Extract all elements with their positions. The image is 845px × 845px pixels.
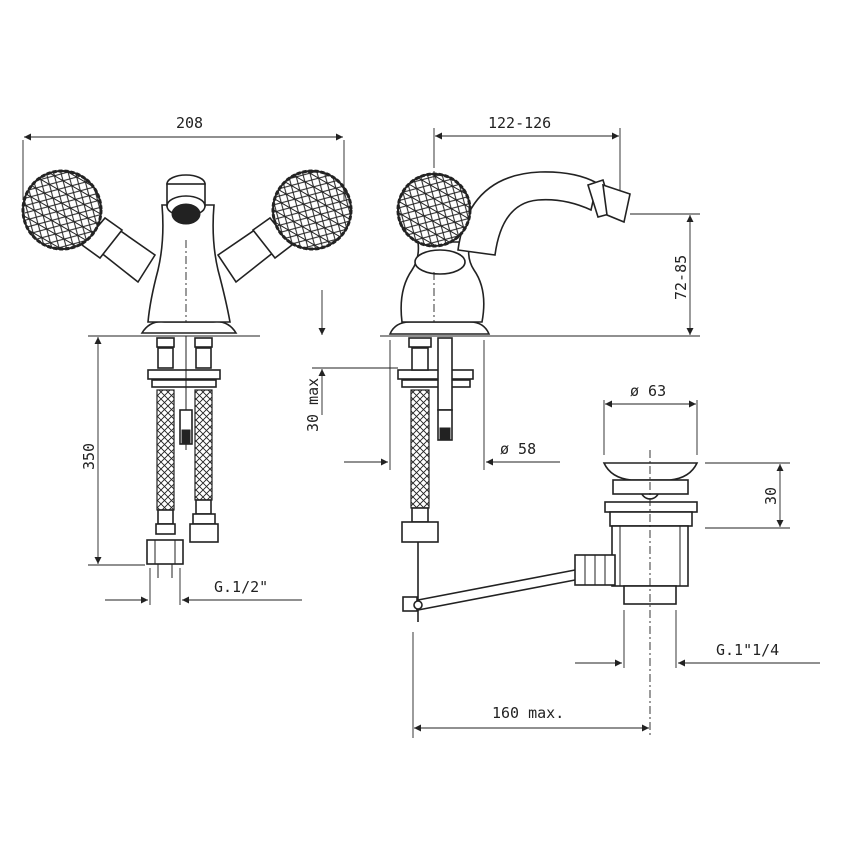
- side-crystal-handle: [396, 172, 472, 275]
- dim-spout-reach: 122-126: [488, 114, 551, 132]
- bidet-nozzle: [587, 178, 631, 224]
- dim-deck-thickness: 30 max: [304, 378, 322, 432]
- waste-view: ø 63 30 G.1"1/4 160 max.: [412, 382, 820, 738]
- left-supply-hose: [146, 337, 184, 578]
- right-supply-hose: [189, 337, 219, 543]
- dim-waste-thread: G.1"1/4: [716, 641, 779, 659]
- side-view: 122-126 72-85 30 max ø 58: [304, 114, 700, 622]
- dim-hose-length: 350: [80, 443, 98, 470]
- front-view: 208 350 G.1/2": [21, 114, 353, 605]
- popup-rod: [402, 542, 576, 622]
- dim-supply-thread: G.1/2": [214, 578, 268, 596]
- right-crystal-handle: [271, 169, 353, 251]
- dim-spout-height: 72-85: [672, 255, 690, 300]
- left-crystal-handle: [21, 169, 103, 251]
- dim-rod-length: 160 max.: [492, 704, 564, 722]
- dim-fixing-hole: ø 58: [500, 440, 536, 458]
- dim-waste-height: 30: [762, 487, 780, 505]
- dim-waste-diameter: ø 63: [630, 382, 666, 400]
- dim-width-overall: 208: [176, 114, 203, 132]
